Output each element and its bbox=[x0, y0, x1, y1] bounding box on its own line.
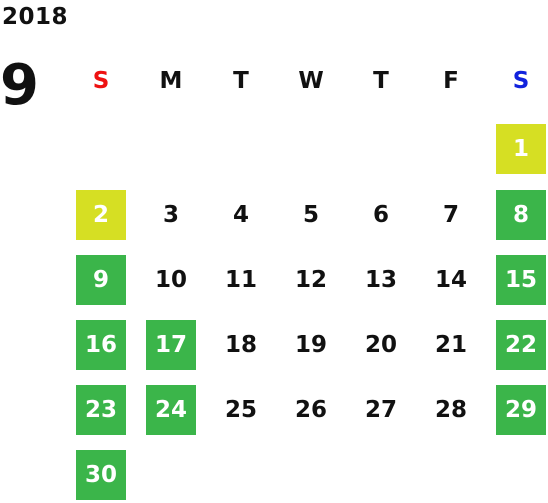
weekday-friday: F bbox=[443, 68, 459, 94]
day-cell-13: 13 bbox=[364, 267, 397, 293]
day-cell-28: 28 bbox=[434, 397, 467, 423]
day-cell-25: 25 bbox=[224, 397, 257, 423]
day-cell-12: 12 bbox=[294, 267, 327, 293]
weekday-tuesday: T bbox=[233, 68, 249, 94]
day-cell-1: 1 bbox=[496, 124, 546, 174]
day-cell-30: 30 bbox=[76, 450, 126, 500]
weekday-saturday: S bbox=[512, 68, 530, 94]
day-cell-20: 20 bbox=[364, 332, 397, 358]
weekday-thursday: T bbox=[373, 68, 389, 94]
day-cell-22: 22 bbox=[496, 320, 546, 370]
day-cell-15: 15 bbox=[496, 255, 546, 305]
month-label: 9 bbox=[0, 53, 39, 118]
day-cell-10: 10 bbox=[154, 267, 187, 293]
day-cell-24: 24 bbox=[146, 385, 196, 435]
day-cell-2: 2 bbox=[76, 190, 126, 240]
day-cell-23: 23 bbox=[76, 385, 126, 435]
day-cell-17: 17 bbox=[146, 320, 196, 370]
weekday-sunday: S bbox=[92, 68, 110, 94]
day-cell-7: 7 bbox=[442, 202, 459, 228]
day-cell-14: 14 bbox=[434, 267, 467, 293]
day-cell-6: 6 bbox=[372, 202, 389, 228]
day-cell-8: 8 bbox=[496, 190, 546, 240]
day-cell-16: 16 bbox=[76, 320, 126, 370]
day-cell-26: 26 bbox=[294, 397, 327, 423]
day-cell-4: 4 bbox=[232, 202, 249, 228]
day-cell-11: 11 bbox=[224, 267, 257, 293]
day-cell-9: 9 bbox=[76, 255, 126, 305]
day-cell-5: 5 bbox=[302, 202, 319, 228]
weekday-monday: M bbox=[159, 68, 183, 94]
day-cell-21: 21 bbox=[434, 332, 467, 358]
day-cell-27: 27 bbox=[364, 397, 397, 423]
day-cell-18: 18 bbox=[224, 332, 257, 358]
day-cell-29: 29 bbox=[496, 385, 546, 435]
day-cell-19: 19 bbox=[294, 332, 327, 358]
weekday-wednesday: W bbox=[298, 68, 324, 94]
year-label: 2018 bbox=[2, 4, 69, 30]
day-cell-3: 3 bbox=[162, 202, 179, 228]
